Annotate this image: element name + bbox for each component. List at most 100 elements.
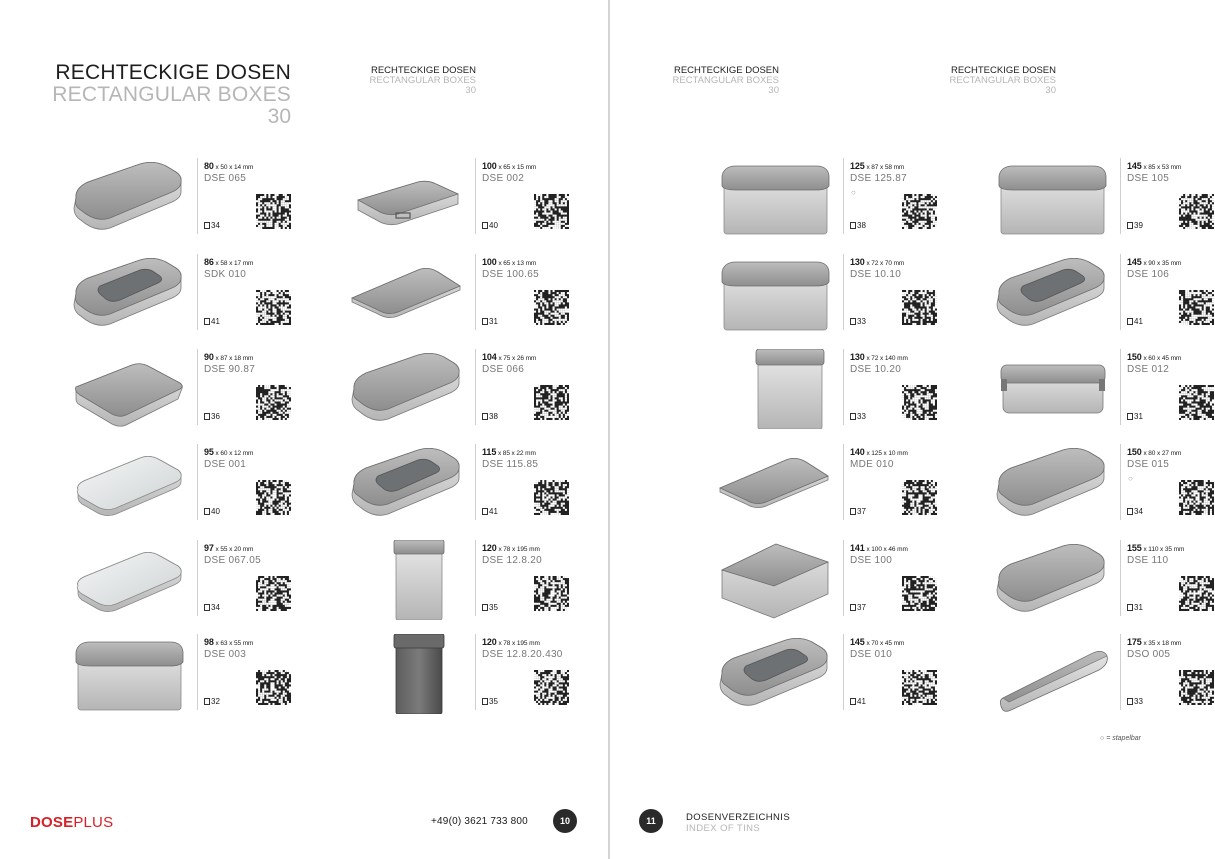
page-reference[interactable]: 41 <box>850 697 866 706</box>
dimensions: 98 x 63 x 55 mm <box>204 637 253 647</box>
qr-code[interactable] <box>534 670 569 705</box>
qr-code[interactable] <box>902 385 937 420</box>
qr-code[interactable] <box>902 576 937 611</box>
page-reference[interactable]: 33 <box>850 412 866 421</box>
page-reference[interactable]: 37 <box>850 507 866 516</box>
page-reference[interactable]: 33 <box>1127 697 1143 706</box>
document-icon <box>482 508 488 515</box>
qr-code[interactable] <box>256 194 291 229</box>
document-icon <box>482 222 488 229</box>
page-reference[interactable]: 34 <box>204 603 220 612</box>
qr-code[interactable] <box>534 290 569 325</box>
dimension-rest: x 125 x 10 mm <box>866 450 908 457</box>
index-of-tins[interactable]: DOSENVERZEICHNIS INDEX OF TINS <box>686 812 790 834</box>
qr-code[interactable] <box>256 290 291 325</box>
page-reference[interactable]: 31 <box>1127 603 1143 612</box>
tin-image <box>278 254 463 334</box>
column-header: RECHTECKIGE DOSEN RECTANGULAR BOXES 30 <box>276 66 476 96</box>
qr-code[interactable] <box>902 670 937 705</box>
qr-code[interactable] <box>902 480 937 515</box>
page-reference[interactable]: 33 <box>850 317 866 326</box>
page-reference[interactable]: 38 <box>482 412 498 421</box>
qr-code[interactable] <box>534 576 569 611</box>
page-number-left: 10 <box>553 809 577 833</box>
tin-image <box>0 158 185 238</box>
page-reference[interactable]: 40 <box>204 507 220 516</box>
dimensions: 150 x 80 x 27 mm <box>1127 447 1181 457</box>
page-reference[interactable]: 41 <box>204 317 220 326</box>
page-reference[interactable]: 36 <box>204 412 220 421</box>
qr-code[interactable] <box>256 385 291 420</box>
qr-code[interactable] <box>534 385 569 420</box>
page-reference[interactable]: 35 <box>482 603 498 612</box>
product-code: DSE 12.8.20 <box>482 555 543 566</box>
page-reference[interactable]: 34 <box>1127 507 1143 516</box>
page-reference-number: 41 <box>489 507 498 516</box>
qr-code[interactable] <box>256 576 291 611</box>
qr-code[interactable] <box>256 670 291 705</box>
page-reference[interactable]: 37 <box>850 603 866 612</box>
qr-code[interactable] <box>1179 385 1214 420</box>
qr-code[interactable] <box>256 480 291 515</box>
dimensions: 104 x 75 x 26 mm <box>482 352 536 362</box>
page-reference[interactable]: 34 <box>204 221 220 230</box>
qr-code[interactable] <box>1179 194 1214 229</box>
qr-code[interactable] <box>902 290 937 325</box>
qr-code[interactable] <box>1179 480 1214 515</box>
page-reference[interactable]: 31 <box>482 317 498 326</box>
qr-code[interactable] <box>1179 670 1214 705</box>
page-reference[interactable]: 38 <box>850 221 866 230</box>
document-icon <box>482 413 488 420</box>
item-divider <box>475 254 476 330</box>
page-reference[interactable]: 32 <box>204 697 220 706</box>
page-reference[interactable]: 41 <box>1127 317 1143 326</box>
page-reference[interactable]: 41 <box>482 507 498 516</box>
product-code: DSE 12.8.20.430 <box>482 649 563 660</box>
product-code: DSE 115.85 <box>482 459 539 470</box>
phone-number[interactable]: +49(0) 3621 733 800 <box>431 816 528 827</box>
document-icon <box>1127 508 1133 515</box>
dimensions: 100 x 65 x 15 mm <box>482 161 536 171</box>
qr-code[interactable] <box>902 194 937 229</box>
page-reference[interactable]: 31 <box>1127 412 1143 421</box>
qr-code[interactable] <box>534 480 569 515</box>
qr-code[interactable] <box>1179 576 1214 611</box>
dimension-rest: x 65 x 15 mm <box>498 164 537 171</box>
tin-image <box>0 444 185 524</box>
page-reference[interactable]: 39 <box>1127 221 1143 230</box>
qr-code[interactable] <box>534 194 569 229</box>
page-reference[interactable]: 40 <box>482 221 498 230</box>
dimension-length: 150 <box>1127 352 1142 362</box>
page-reference-number: 31 <box>489 317 498 326</box>
doseplus-logo[interactable]: DOSEPLUS <box>30 814 113 831</box>
column-header-de: RECHTECKIGE DOSEN <box>950 65 1056 76</box>
document-icon <box>204 413 210 420</box>
qr-code[interactable] <box>1179 290 1214 325</box>
dimensions: 145 x 90 x 35 mm <box>1127 257 1181 267</box>
page-reference[interactable]: 35 <box>482 697 498 706</box>
